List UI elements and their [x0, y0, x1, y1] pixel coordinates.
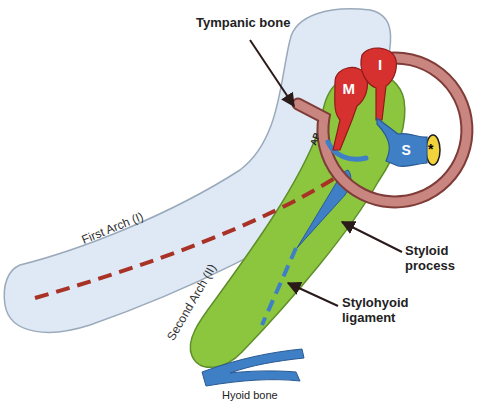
stapes-shape — [377, 118, 427, 166]
part-label: Stylohyoid ligament — [342, 296, 430, 326]
stapes: S — [374, 115, 432, 170]
node-text: S — [402, 143, 411, 158]
node-text: I — [378, 57, 382, 74]
incus-outline — [355, 40, 403, 125]
node-text: M — [343, 81, 356, 98]
part-label: Styloid process — [405, 244, 467, 274]
stapes-footplate — [426, 135, 440, 165]
leader-arrow — [342, 222, 402, 252]
incus: I — [355, 40, 403, 125]
part-label: Hyoid bone — [222, 389, 278, 402]
footplate-mark: * — [428, 141, 433, 157]
malleus-shape — [333, 67, 367, 150]
incus-shape — [361, 48, 396, 120]
part-label: Tympanic bone — [196, 16, 290, 31]
